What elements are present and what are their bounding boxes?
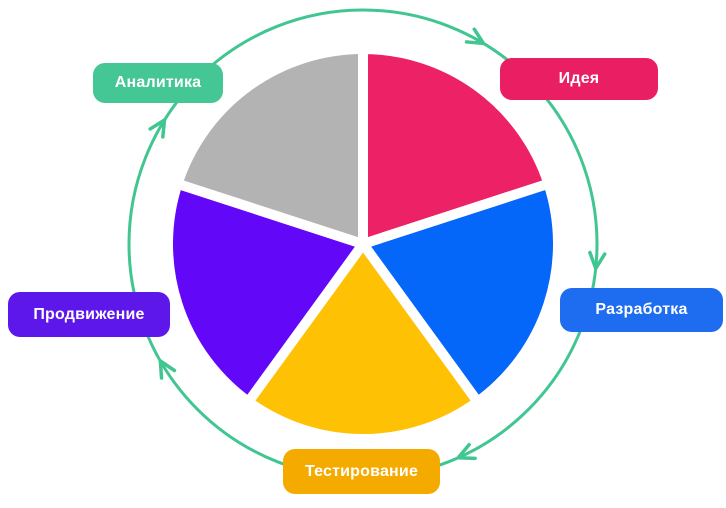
stage-badge-testing: Тестирование [283,449,440,494]
cycle-arrowhead-3 [158,359,177,380]
cycle-arrowhead-2 [456,443,477,461]
stage-badge-analytics: Аналитика [93,63,223,103]
pie-slice-analytics [171,43,368,251]
pie-slice-promotion [163,177,372,409]
stage-badge-promotion: Продвижение [8,292,170,337]
cycle-arrowhead-0 [464,27,486,46]
pie-slice-testing [241,235,485,445]
stage-badge-development: Разработка [560,288,723,332]
stage-badge-idea: Идея [500,58,658,100]
cycle-arrowhead-1 [588,250,607,271]
pie-slice-development [354,177,563,409]
cycle-arrowhead-4 [148,118,167,139]
